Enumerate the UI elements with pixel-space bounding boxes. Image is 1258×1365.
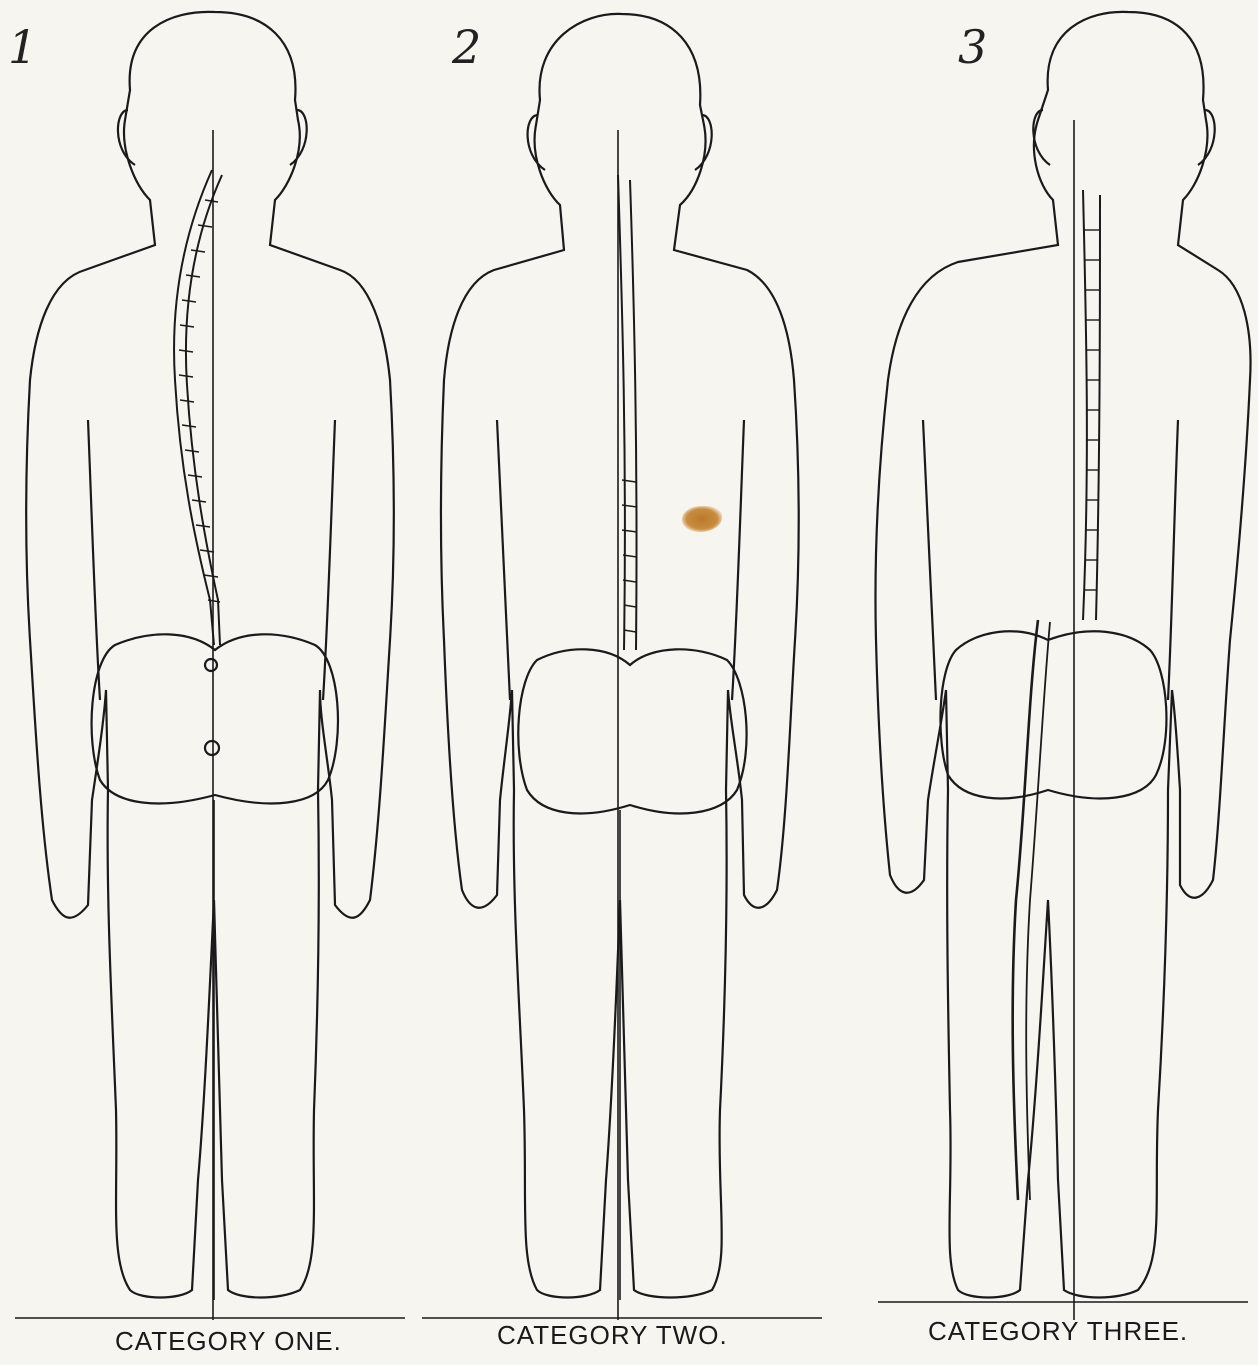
caption-category-three: CATEGORY THREE. bbox=[928, 1316, 1188, 1347]
caption-category-two: CATEGORY TWO. bbox=[497, 1320, 728, 1351]
caption-category-one: CATEGORY ONE. bbox=[115, 1326, 342, 1357]
figure-category-three: 3 CATEGORY THREE. bbox=[838, 0, 1258, 1365]
body-back-view-drawing bbox=[0, 0, 420, 1365]
figure-category-one: 1 bbox=[0, 0, 420, 1365]
body-back-view-drawing bbox=[838, 0, 1258, 1365]
body-back-view-drawing bbox=[412, 0, 832, 1365]
figure-category-two: 2 CATEGORY TWO. bbox=[412, 0, 832, 1365]
